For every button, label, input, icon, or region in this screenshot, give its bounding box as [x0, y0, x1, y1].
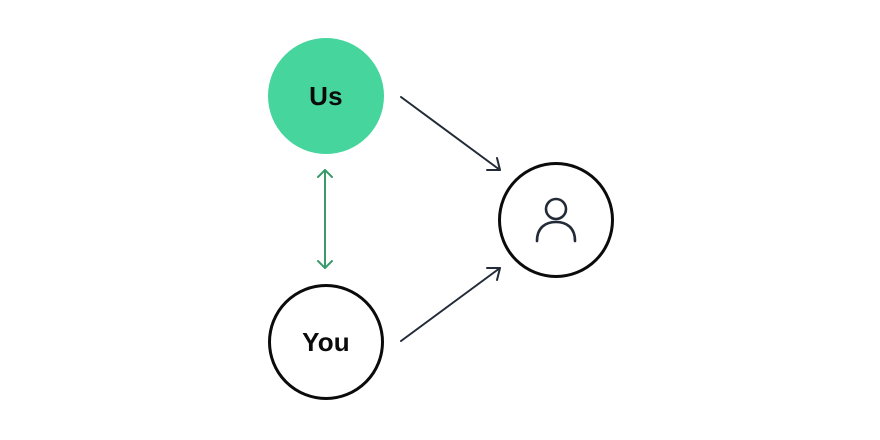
arrow-us-to-person [400, 96, 501, 171]
person-node [498, 162, 614, 278]
person-icon [535, 197, 577, 243]
us-node: Us [268, 38, 384, 154]
arrow-us-you-bidirectional [317, 169, 333, 269]
you-node-label: You [302, 326, 350, 357]
you-node: You [268, 284, 384, 400]
arrow-you-to-person [400, 267, 501, 342]
us-node-label: Us [309, 80, 343, 111]
